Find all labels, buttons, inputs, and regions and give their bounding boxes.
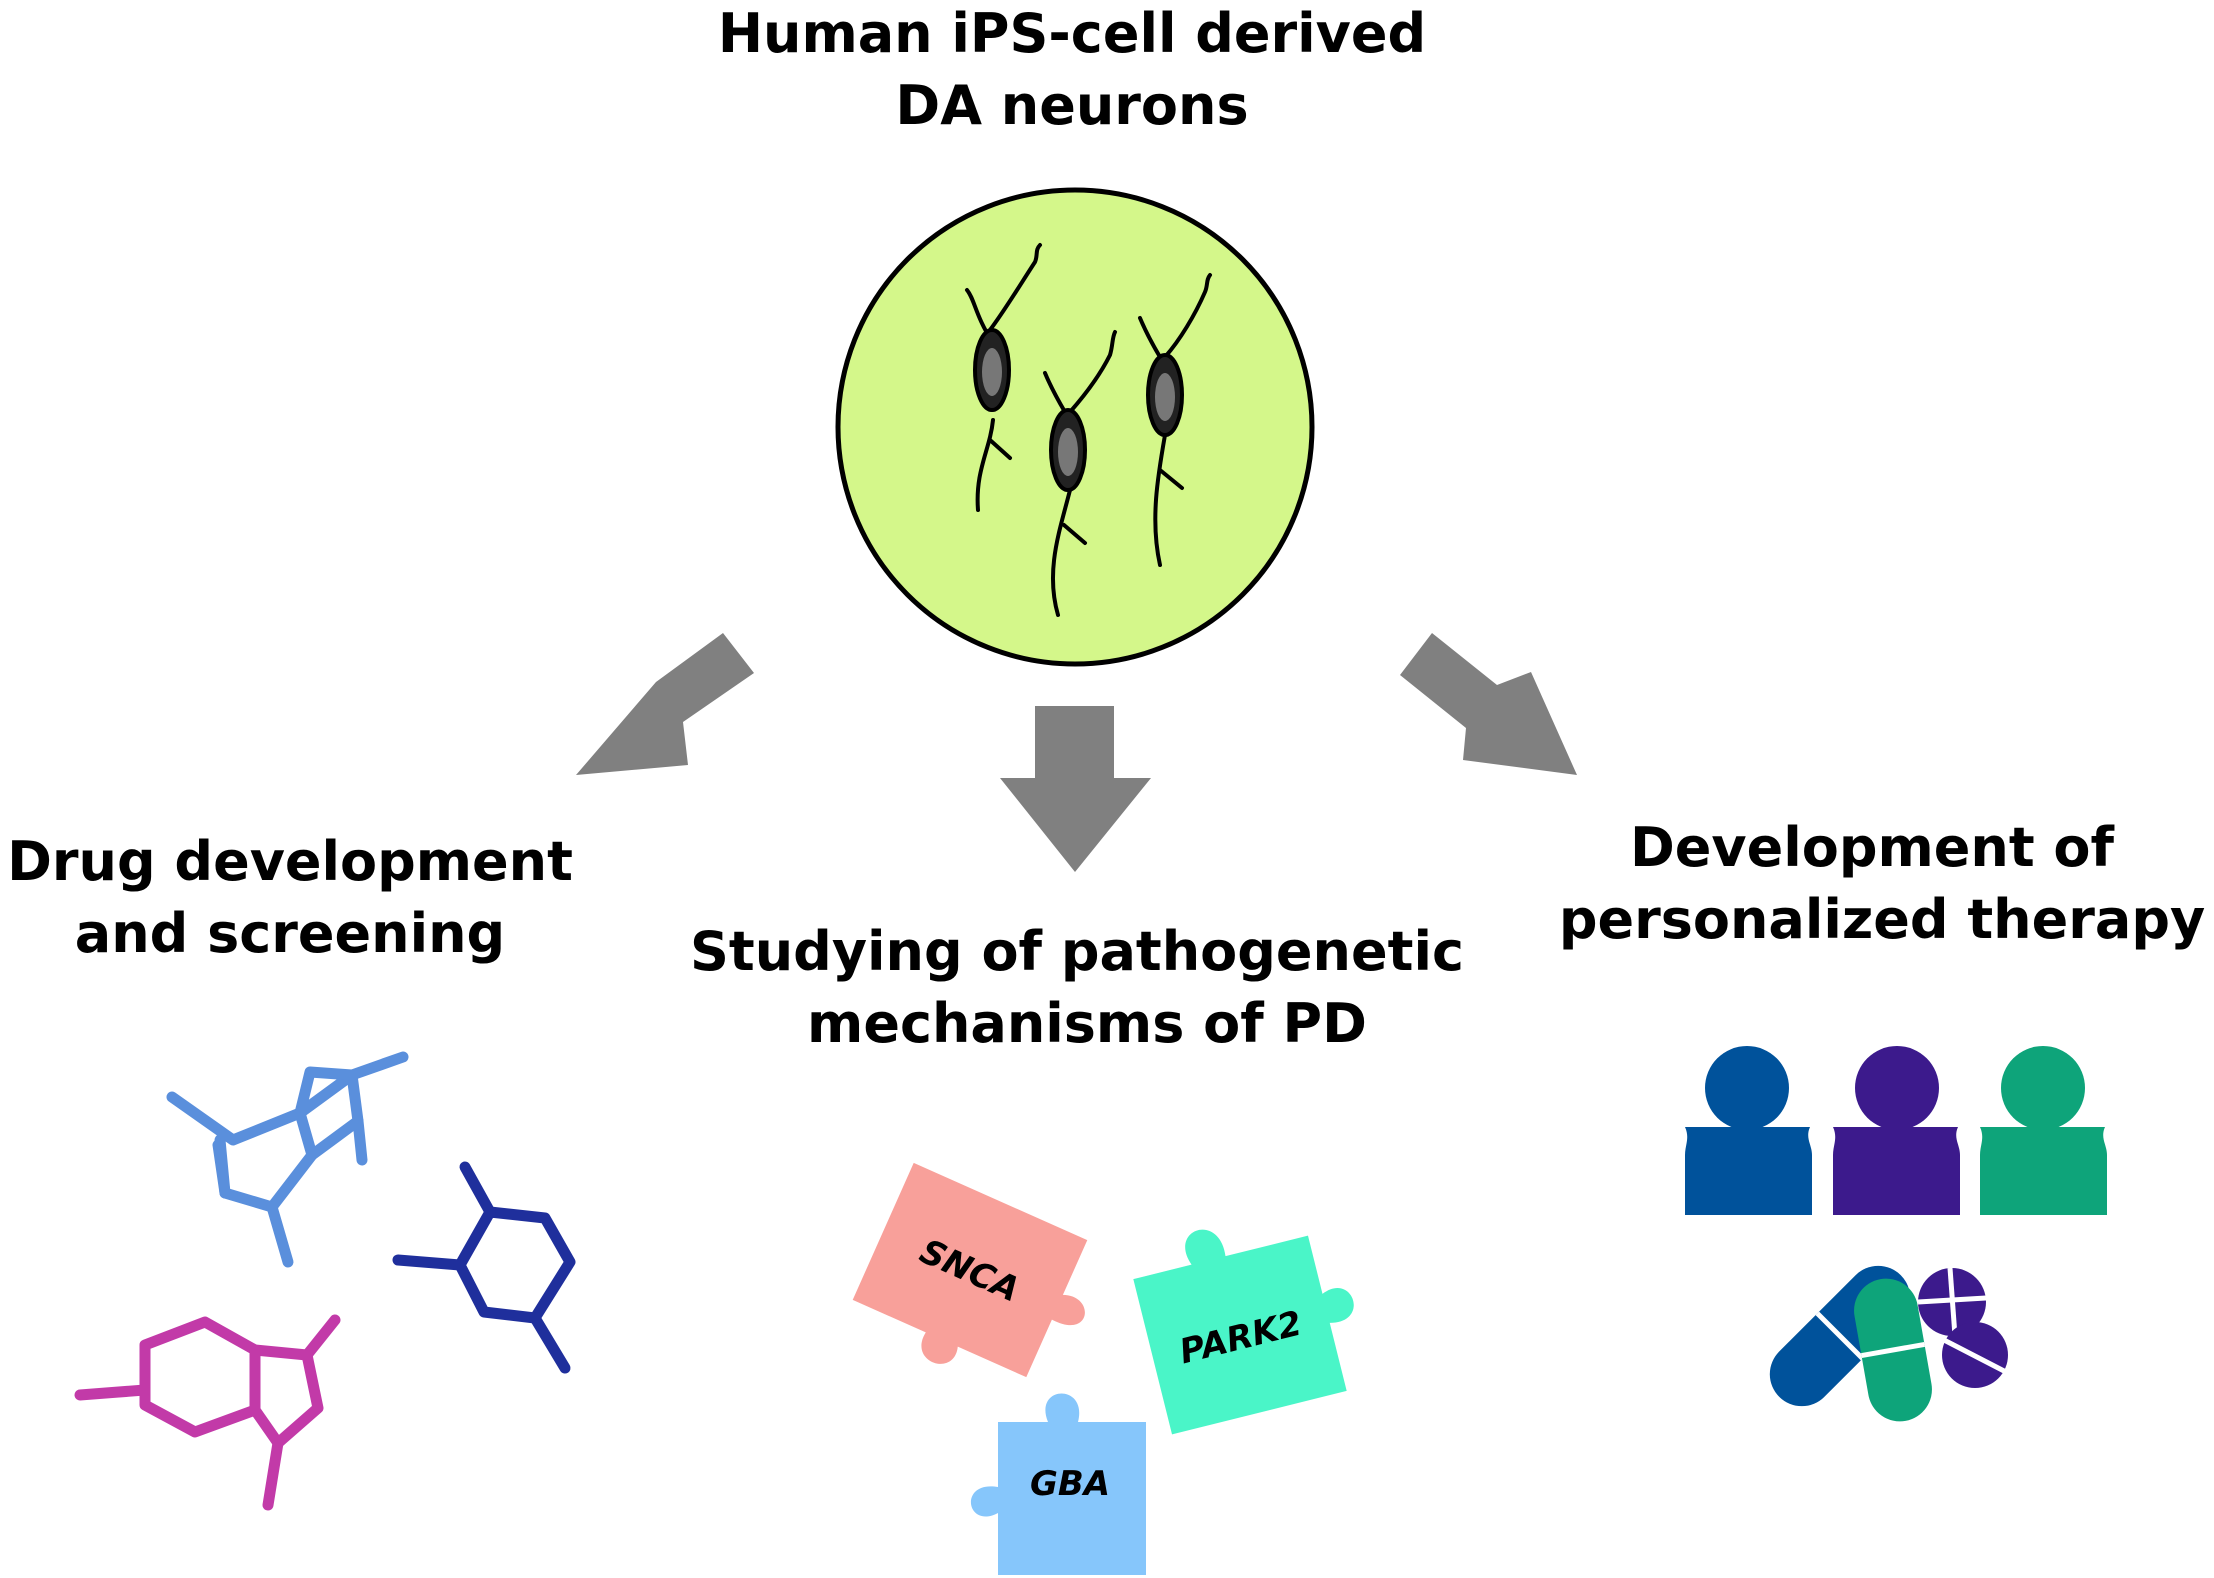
- molecule-icon: [166, 1051, 409, 1268]
- pill-icon: [1854, 1278, 1932, 1422]
- person-icon: [1980, 1046, 2107, 1215]
- pill-icon: [1917, 1267, 2008, 1388]
- cell-culture-dish: [835, 187, 1315, 667]
- branch-therapy-line-2: personalized therapy: [1559, 888, 2205, 951]
- arrow-icon: [576, 633, 754, 775]
- branch-drug-line-2: and screening: [75, 902, 505, 965]
- branch-mechanisms-line-1: Studying of pathogenetic: [690, 920, 1464, 983]
- person-icon: [1833, 1046, 1960, 1215]
- neuron-icon: [965, 243, 1042, 512]
- neuron-icon: [1043, 330, 1117, 617]
- arrow-icon: [1000, 706, 1151, 872]
- neuron-icon: [1138, 273, 1212, 567]
- molecule-icon: [74, 1314, 341, 1511]
- puzzle-piece-icon: PARK2: [1133, 1229, 1354, 1435]
- branch-mechanisms-line-2: mechanisms of PD: [807, 992, 1367, 1055]
- branch-drug-line-1: Drug development: [7, 830, 573, 893]
- person-icon: [1685, 1046, 1812, 1215]
- molecule-icon: [392, 1161, 576, 1374]
- title-line-1: Human iPS-cell derived: [718, 2, 1426, 65]
- puzzle-piece-icon: SNCA: [852, 1162, 1088, 1378]
- puzzle-piece-icon: GBA: [970, 1393, 1146, 1575]
- branch-therapy-line-1: Development of: [1630, 816, 2115, 879]
- title-line-2: DA neurons: [895, 74, 1248, 137]
- arrow-icon: [1400, 633, 1577, 775]
- gene-label-gba: GBA: [1030, 1464, 1110, 1504]
